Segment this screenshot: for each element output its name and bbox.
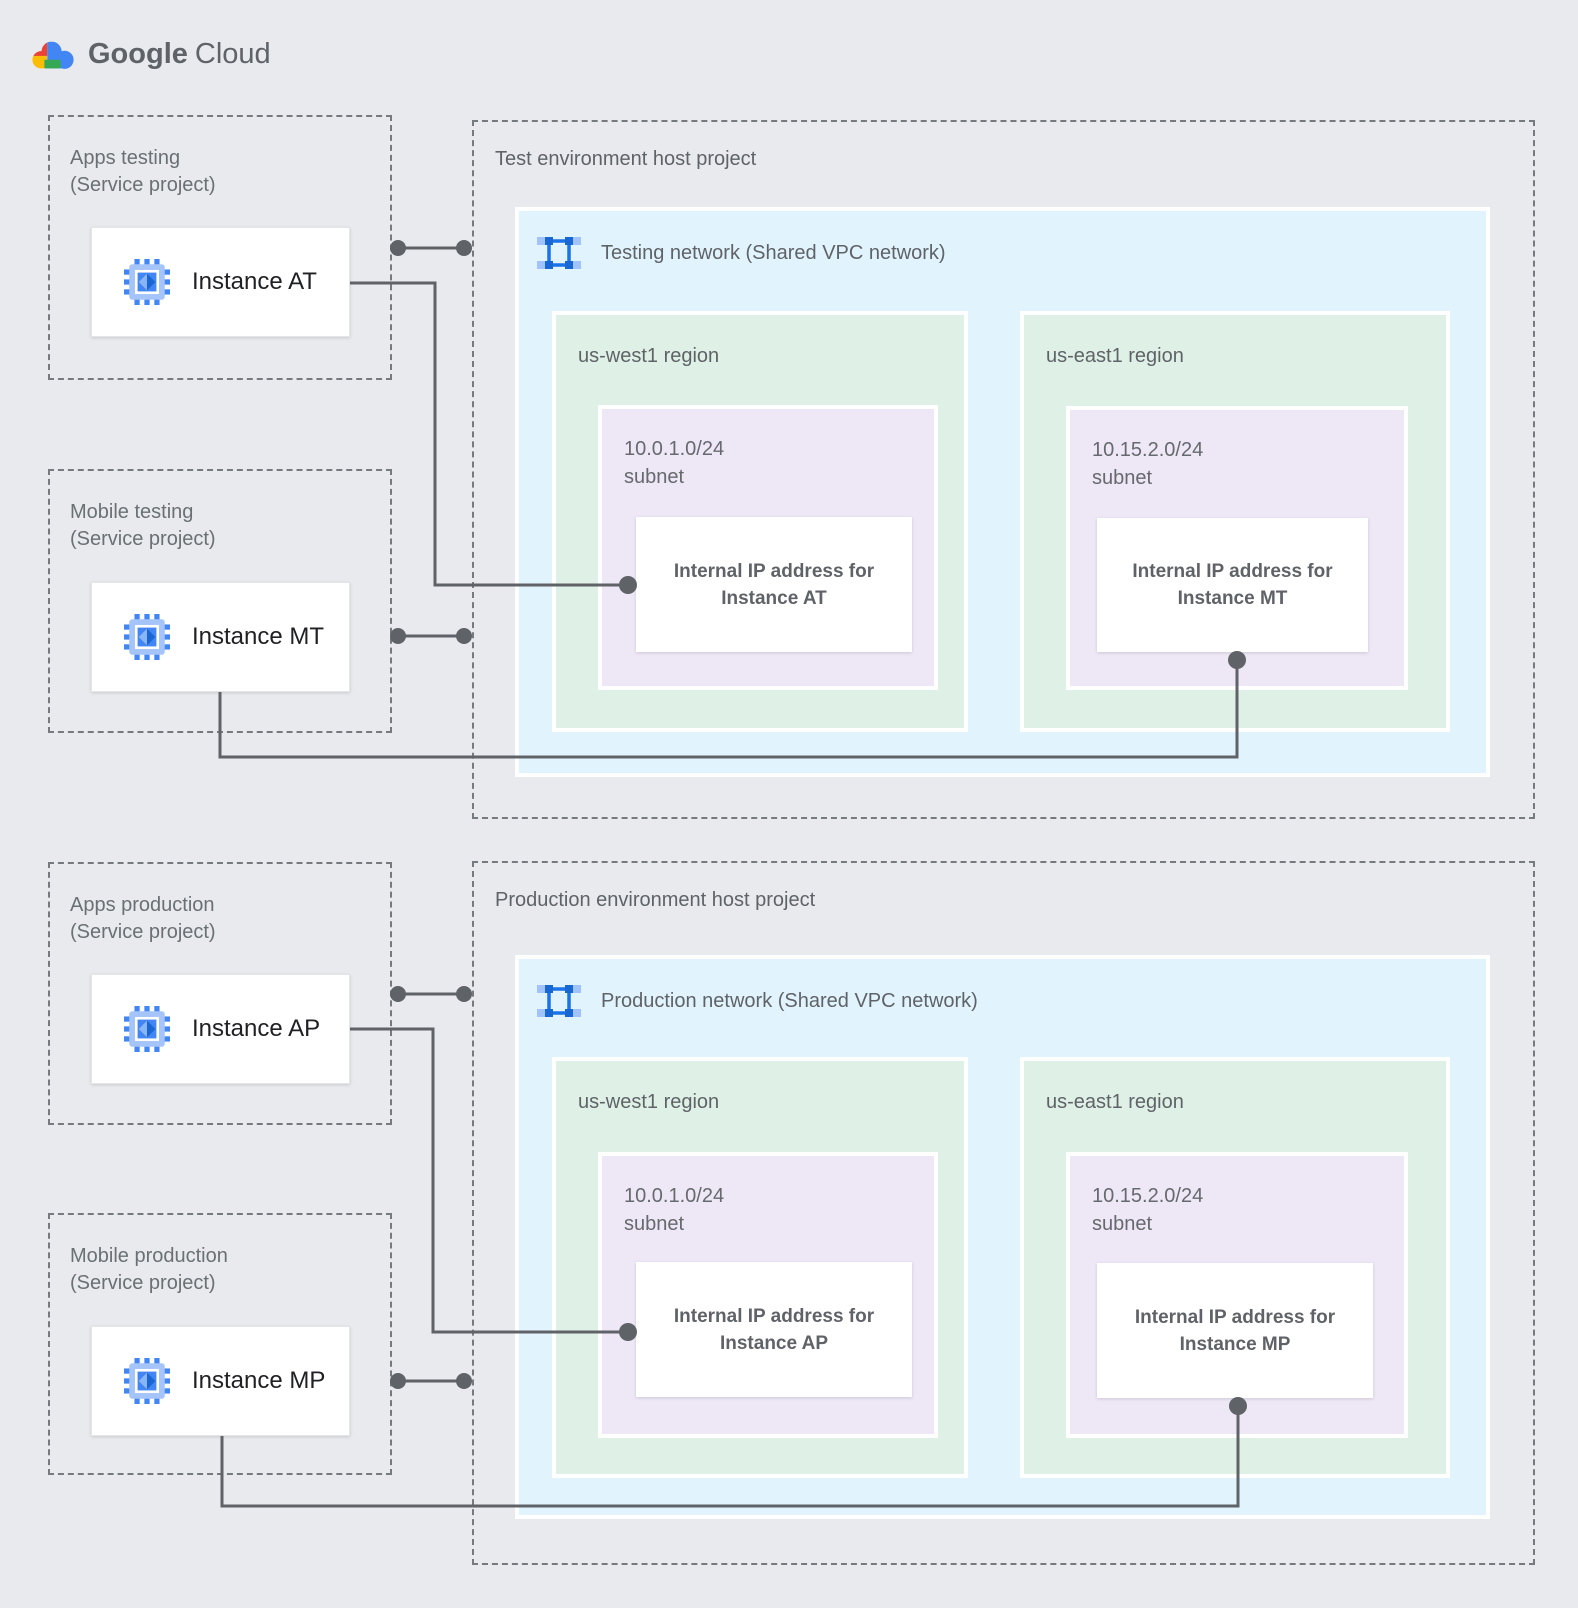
instance-label: Instance MP bbox=[192, 1367, 326, 1394]
internal-ip-card-instance-mp: Internal IP address for Instance MP bbox=[1097, 1263, 1373, 1398]
ip-text-line1: Internal IP address for bbox=[1132, 561, 1333, 582]
compute-instance-icon bbox=[124, 1006, 170, 1052]
service-project-label: Apps testing (Service project) bbox=[70, 145, 216, 199]
service-project-subtitle: (Service project) bbox=[70, 921, 216, 943]
ip-text-line2: Instance AT bbox=[721, 587, 827, 609]
subnet-word: subnet bbox=[1092, 467, 1153, 489]
service-project-apps-testing-box: Apps testing (Service project) bbox=[48, 115, 392, 380]
service-project-name: Mobile testing bbox=[70, 501, 194, 523]
subnet-word: subnet bbox=[624, 466, 685, 488]
instance-card-at: Instance AT bbox=[91, 227, 350, 337]
production-network-header: Production network (Shared VPC network) bbox=[537, 981, 978, 1021]
connector-dot bbox=[390, 240, 406, 256]
compute-instance-icon bbox=[124, 614, 170, 660]
instance-label: Instance AT bbox=[192, 268, 317, 295]
connector-dot bbox=[390, 986, 406, 1002]
service-project-mobile-production-box: Mobile production (Service project) bbox=[48, 1213, 392, 1475]
connector-dot bbox=[390, 1373, 406, 1389]
service-project-subtitle: (Service project) bbox=[70, 174, 216, 196]
internal-ip-card-instance-ap: Internal IP address for Instance AP bbox=[636, 1262, 912, 1397]
ip-text-line1: Internal IP address for bbox=[1134, 1306, 1336, 1328]
connector-dot bbox=[456, 986, 472, 1002]
subnet-cidr: 10.15.2.0/24 bbox=[1092, 439, 1204, 461]
service-project-label: Mobile testing (Service project) bbox=[70, 499, 216, 553]
production-host-project-title: Production environment host project bbox=[495, 889, 816, 911]
ip-text-line2: Instance MP bbox=[1179, 1333, 1291, 1355]
region-label: us-west1 region bbox=[578, 1091, 720, 1113]
ip-text-line2: Instance MT bbox=[1177, 588, 1288, 609]
connector-dot bbox=[456, 1373, 472, 1389]
subnet-label: 10.15.2.0/24 subnet bbox=[1092, 1182, 1203, 1238]
logo-brand: Google bbox=[88, 38, 188, 70]
region-label: us-west1 region bbox=[578, 345, 720, 367]
instance-card-ap: Instance AP bbox=[91, 974, 350, 1084]
service-project-subtitle: (Service project) bbox=[70, 528, 216, 550]
vpc-network-icon bbox=[537, 985, 581, 1017]
subnet-label: 10.15.2.0/24 subnet bbox=[1092, 436, 1203, 492]
subnet-word: subnet bbox=[1092, 1213, 1153, 1235]
instance-label: Instance MT bbox=[192, 623, 325, 650]
subnet-cidr: 10.0.1.0/24 bbox=[624, 1185, 725, 1207]
instance-card-mt: Instance MT bbox=[91, 582, 350, 692]
google-cloud-icon bbox=[32, 41, 74, 69]
connector-dot bbox=[456, 628, 472, 644]
testing-network-label: Testing network (Shared VPC network) bbox=[601, 241, 946, 264]
ip-text-line1: Internal IP address for bbox=[673, 560, 875, 582]
logo-product: Cloud bbox=[194, 38, 271, 70]
subnet-label: 10.0.1.0/24 subnet bbox=[624, 435, 724, 491]
connector-dot bbox=[456, 240, 472, 256]
production-network-label: Production network (Shared VPC network) bbox=[601, 989, 978, 1012]
service-project-name: Apps production bbox=[70, 894, 215, 916]
service-project-name: Mobile production bbox=[70, 1245, 228, 1267]
subnet-cidr: 10.0.1.0/24 bbox=[624, 438, 725, 460]
ip-text-line1: Internal IP address for bbox=[673, 1305, 875, 1327]
service-project-subtitle: (Service project) bbox=[70, 1272, 216, 1294]
subnet-label: 10.0.1.0/24 subnet bbox=[624, 1182, 724, 1238]
service-project-name: Apps testing bbox=[70, 147, 181, 169]
service-project-label: Apps production (Service project) bbox=[70, 892, 216, 946]
subnet-cidr: 10.15.2.0/24 bbox=[1092, 1185, 1204, 1207]
internal-ip-card-instance-mt: Internal IP address for Instance MT bbox=[1097, 518, 1368, 652]
testing-network-header: Testing network (Shared VPC network) bbox=[537, 233, 946, 273]
compute-instance-icon bbox=[124, 1358, 170, 1404]
subnet-word: subnet bbox=[624, 1213, 685, 1235]
instance-card-mp: Instance MP bbox=[91, 1326, 350, 1436]
region-label: us-east1 region bbox=[1046, 345, 1184, 367]
region-label: us-east1 region bbox=[1046, 1091, 1184, 1113]
instance-label: Instance AP bbox=[192, 1015, 321, 1042]
connector-dot bbox=[390, 628, 406, 644]
ip-text-line2: Instance AP bbox=[719, 1332, 829, 1354]
test-host-project-title: Test environment host project bbox=[495, 148, 757, 170]
internal-ip-card-instance-at: Internal IP address for Instance AT bbox=[636, 517, 912, 652]
service-project-label: Mobile production (Service project) bbox=[70, 1243, 228, 1297]
vpc-network-icon bbox=[537, 237, 581, 269]
compute-instance-icon bbox=[124, 259, 170, 305]
